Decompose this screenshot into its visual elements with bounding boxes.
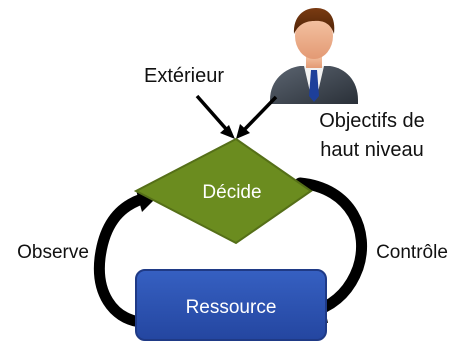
objectives-arrow — [236, 95, 278, 139]
decide-label: Décide — [202, 182, 261, 203]
objectives-label-line2: haut niveau — [320, 139, 423, 161]
observe-label: Observe — [17, 242, 89, 263]
decide-node: Décide — [133, 137, 313, 245]
exterior-arrow — [195, 94, 235, 139]
resource-label: Ressource — [186, 297, 277, 318]
person-icon — [270, 8, 358, 104]
control-label: Contrôle — [376, 242, 448, 263]
resource-node: Ressource — [135, 269, 327, 341]
objectives-label-line1: Objectifs de — [319, 110, 425, 132]
exterior-label: Extérieur — [144, 65, 224, 87]
